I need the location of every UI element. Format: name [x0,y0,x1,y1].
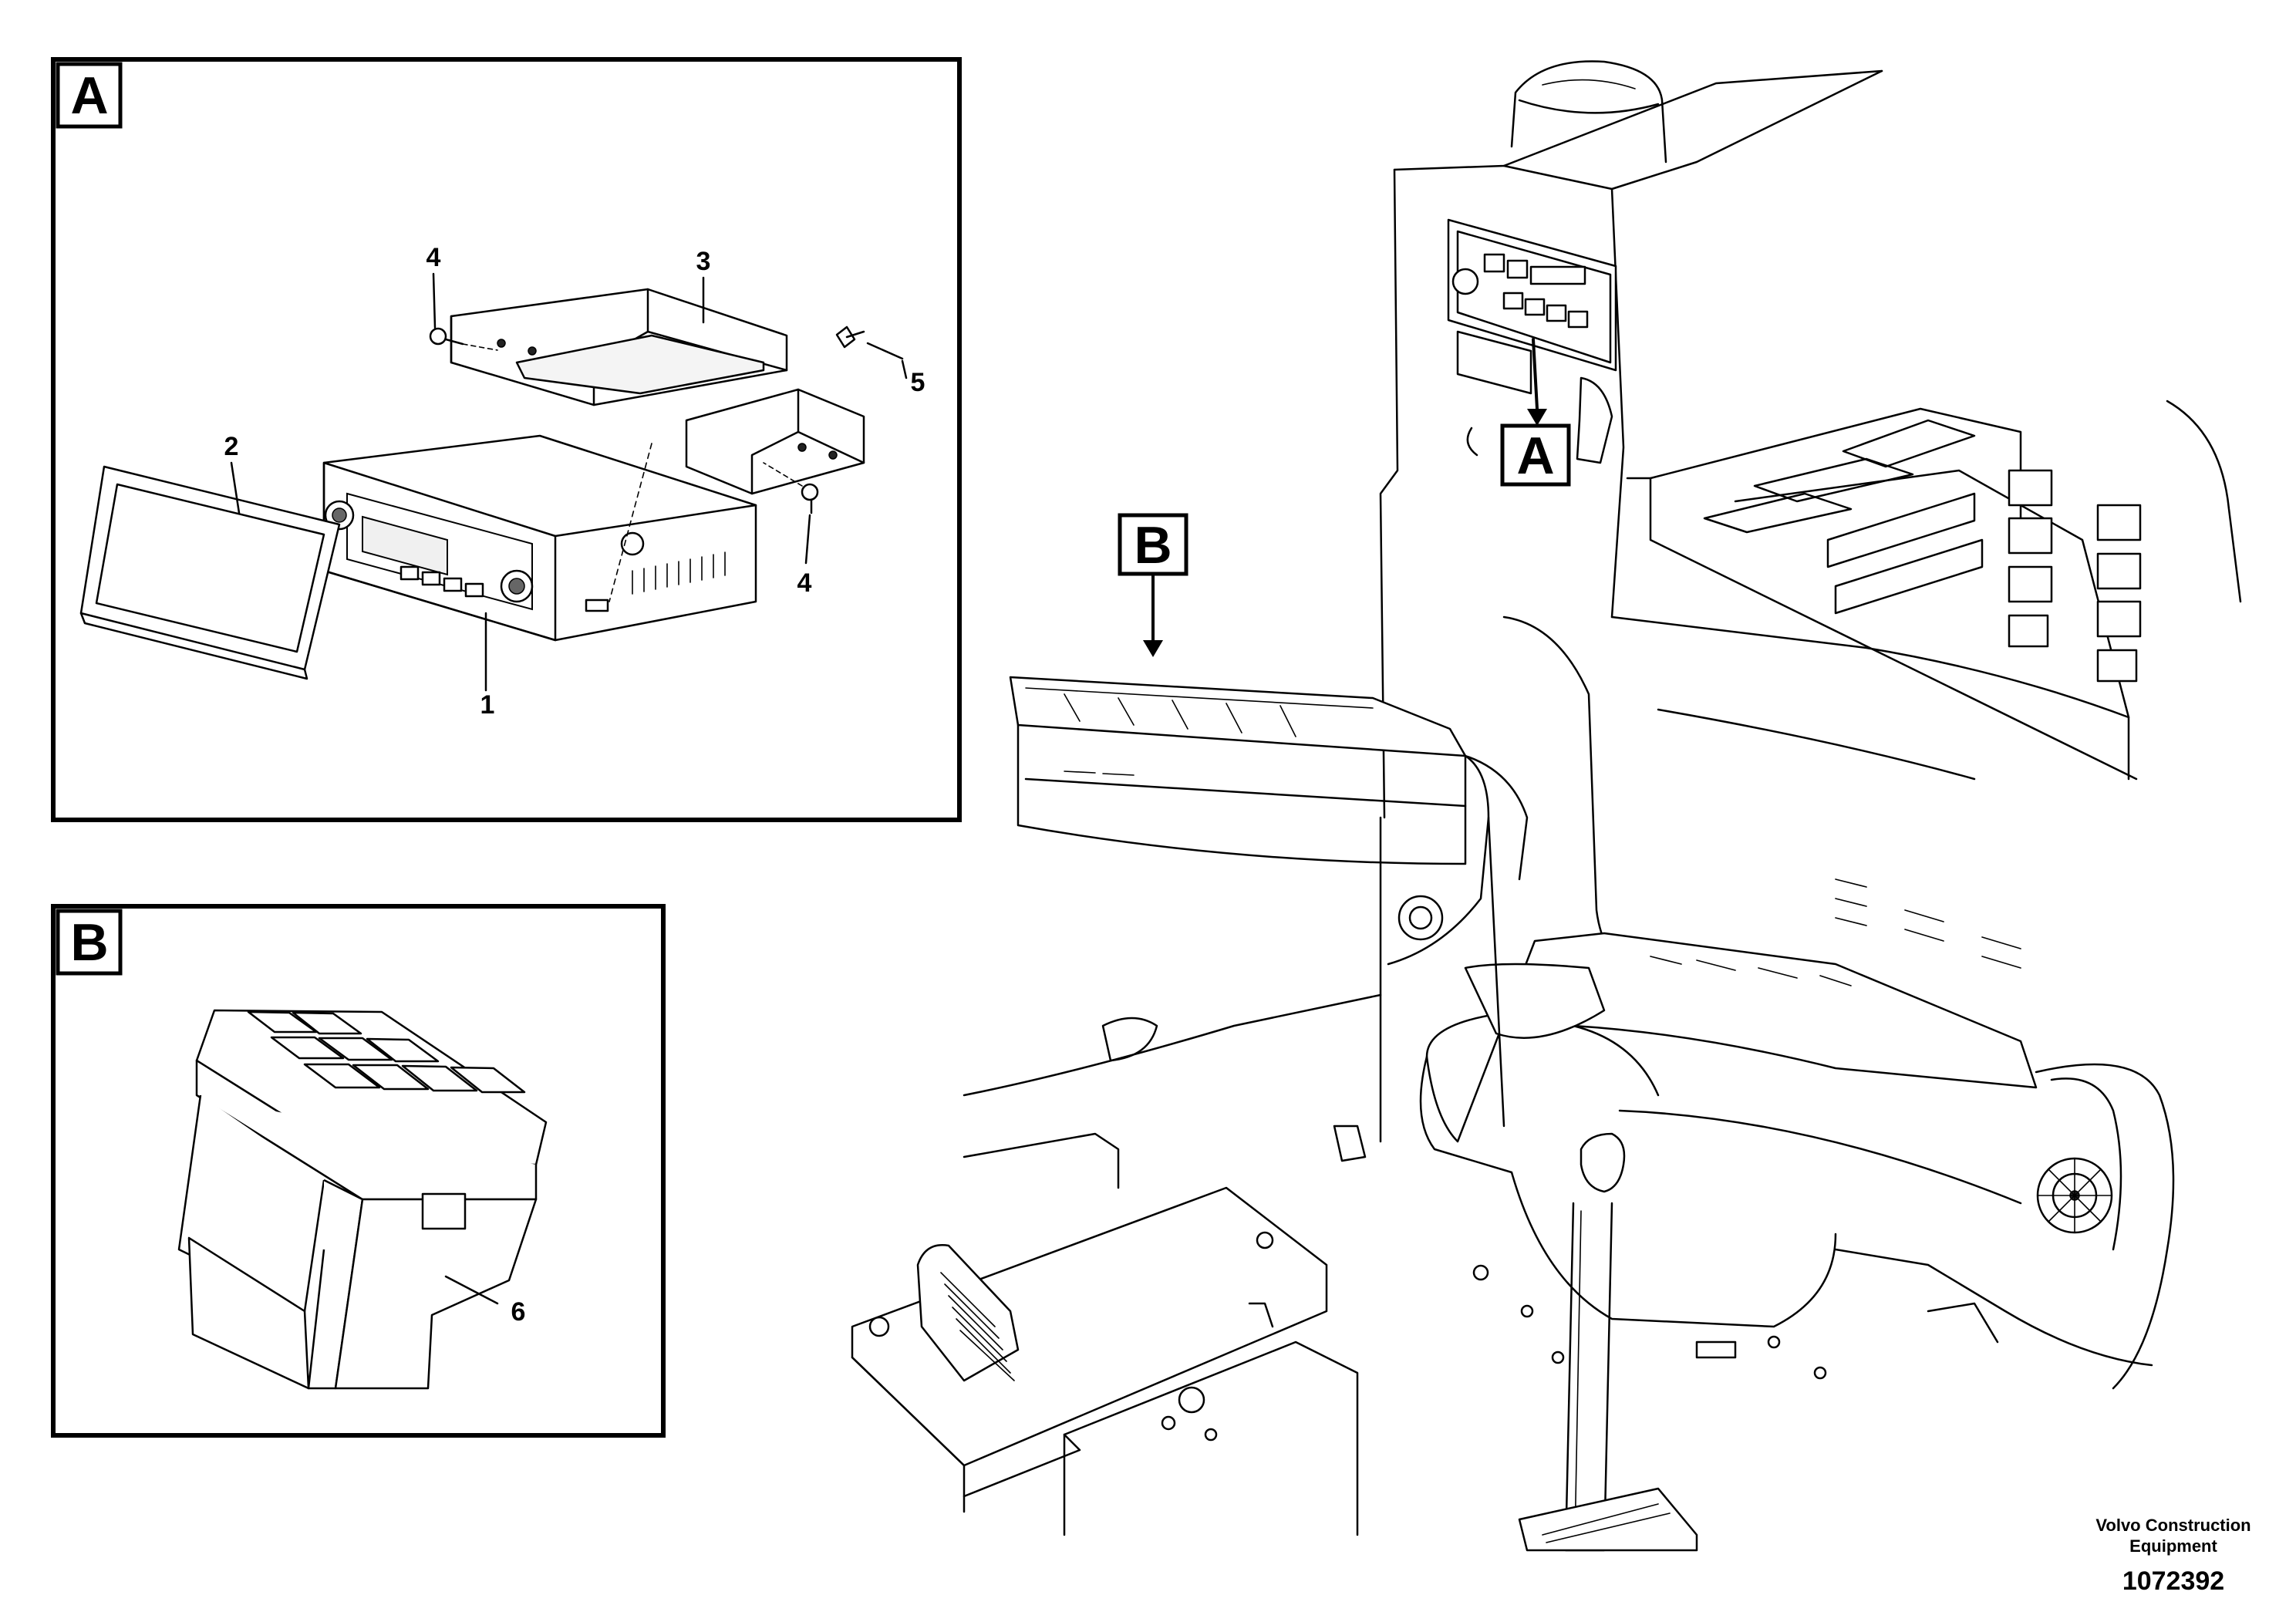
brand-line-2: Equipment [2129,1536,2217,1556]
brand-line-1: Volvo Construction [2095,1516,2250,1535]
callout-4-bottom: 4 [797,568,812,598]
panel-b-letter: B [70,913,108,972]
panel-b-badge [56,909,123,976]
scene-left-console [1009,676,1490,1062]
svg-text:B: B [1134,516,1172,575]
callout-3: 3 [696,247,711,276]
scene-label-b: B [1118,513,1188,657]
callout-2: 2 [224,432,239,461]
panel-a-badge [56,62,123,129]
leader-4a [432,272,437,329]
callout-5: 5 [911,368,925,397]
part-number: 1072392 [2122,1566,2224,1596]
panel-a-letter: A [70,66,108,125]
scene-floor [851,1125,1999,1552]
leader-5 [901,359,908,379]
callout-6: 6 [511,1297,526,1327]
cab-scene: A [851,60,2242,1552]
leader-6 [444,1275,499,1305]
screw-5 [835,325,904,360]
panel-b: B 6 [51,904,666,1438]
mounting-bracket [450,288,865,495]
scene-vent-duct [1510,60,1667,164]
switch-keys [247,1010,526,1094]
panel-a: A [51,57,962,822]
callout-1: 1 [480,690,495,720]
callout-4-top: 4 [426,243,441,272]
footer: Volvo Construction Equipment 1072392 [2095,1516,2250,1596]
screw-4-top [429,327,498,351]
radio-unit [322,434,757,642]
scene-left-pillar [1379,168,1399,819]
scene-radio [1447,218,1617,372]
switch-module [177,1009,548,1390]
scene-label-a: A [1500,338,1571,487]
scene-right-armrest [1419,932,2113,1552]
leader-2 [230,461,241,514]
svg-text:A: A [1516,427,1554,485]
screw-4-bottom [763,462,819,514]
leader-4b [804,514,811,565]
bezel-frame [79,465,341,680]
scene-grille [1703,419,2142,683]
